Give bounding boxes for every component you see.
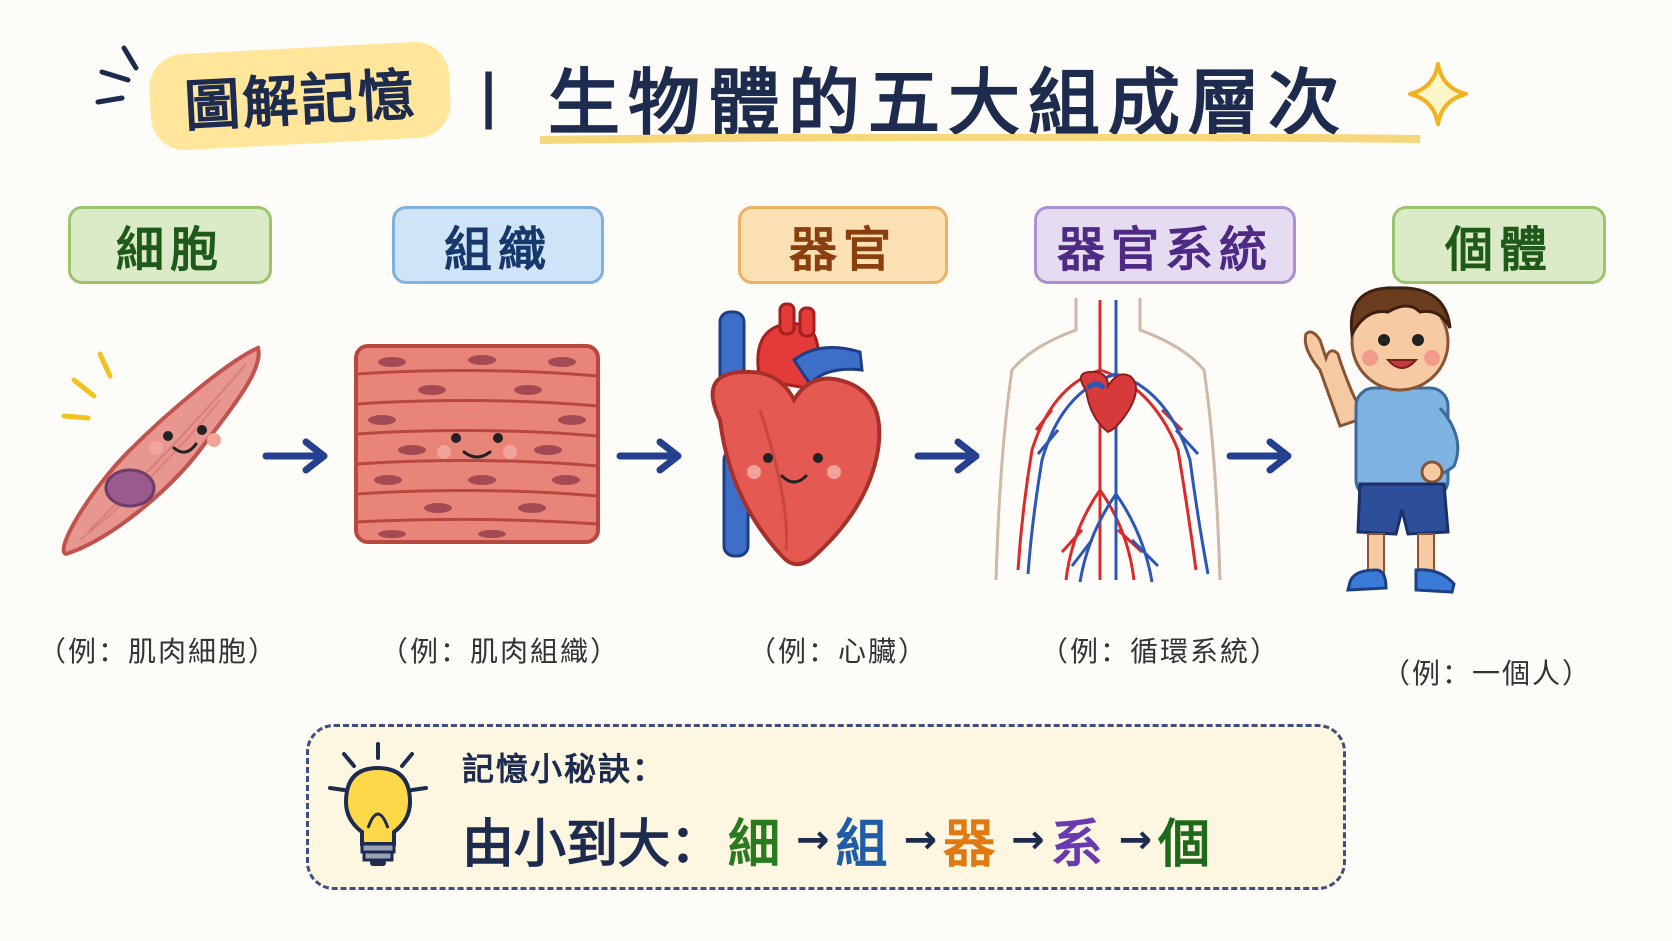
tip-step-tissue: 組 — [835, 815, 888, 875]
circulatory-system-icon — [994, 298, 1222, 583]
title-underline — [540, 134, 1420, 144]
tip-step-individual: 個 — [1158, 815, 1211, 875]
stage-label-individual: 個體 — [1392, 206, 1606, 284]
header-badge: 圖解記憶 — [147, 40, 453, 152]
arrow-right-icon — [1226, 438, 1292, 474]
example-cell: （例：肌肉細胞） — [38, 635, 279, 668]
arrow-right-icon — [914, 438, 980, 474]
example-organ-system: （例：循環系統） — [1040, 635, 1281, 668]
tip-step-cell: 細 — [728, 815, 781, 875]
tip-sequence: 由小到大： 細 → 組 → 器 → 系 → 個 — [462, 802, 1216, 877]
example-organ: （例：心臟） — [748, 635, 929, 668]
arrow-right-icon — [616, 438, 682, 474]
muscle-cell-icon — [61, 345, 261, 557]
lightbulb-icon — [328, 742, 428, 866]
tip-step-organ: 器 — [943, 815, 996, 875]
page-title: 生物體的五大組成層次 — [548, 61, 1349, 145]
tip-title: 記憶小秘訣： — [462, 750, 667, 788]
stage-label-tissue: 組織 — [392, 206, 604, 284]
tip-arrow: → — [903, 816, 938, 863]
stage-label-organ-system: 器官系統 — [1034, 206, 1296, 284]
tip-arrow: → — [1011, 816, 1045, 863]
tip-arrow: → — [1118, 816, 1153, 863]
stage-label-organ: 器官 — [738, 206, 948, 284]
sparkle-icon — [1408, 62, 1468, 126]
example-tissue: （例：肌肉組織） — [380, 635, 621, 668]
tip-arrow: → — [796, 816, 830, 863]
muscle-tissue-icon — [354, 344, 600, 544]
tip-step-system: 系 — [1050, 815, 1103, 875]
arrow-right-icon — [262, 438, 328, 474]
boy-icon — [1303, 286, 1460, 594]
stage-label-cell: 細胞 — [68, 206, 272, 284]
header-separator: | — [478, 62, 500, 130]
example-individual: （例：一個人） — [1382, 657, 1593, 690]
header-sparkle-lines — [95, 45, 139, 105]
tip-prefix: 由小到大： — [462, 815, 723, 875]
heart-icon — [710, 302, 882, 567]
memory-tip-box — [306, 724, 1346, 890]
